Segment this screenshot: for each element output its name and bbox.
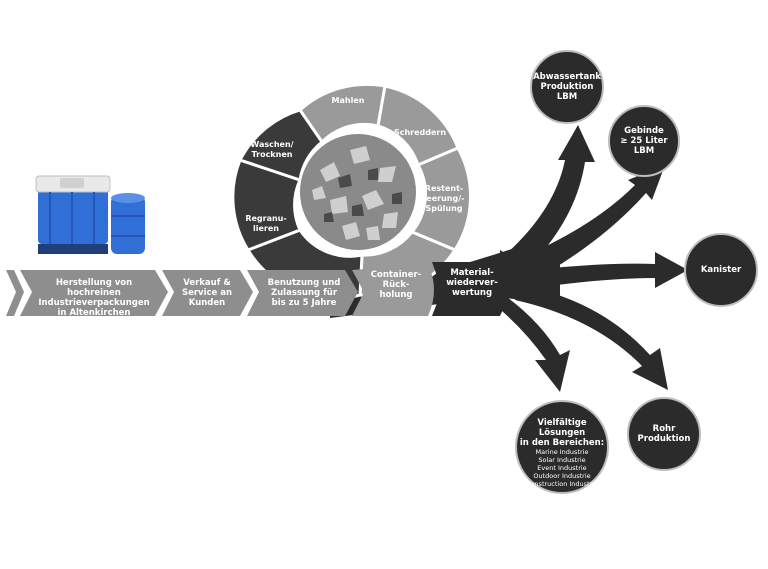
process-step-5-label: Material- wiederver- wertung bbox=[446, 268, 498, 298]
output-circle-vielfaeltig bbox=[515, 400, 609, 494]
cycle-step-schreddern: Schreddern bbox=[393, 128, 447, 137]
output-circle-kanister bbox=[684, 233, 758, 307]
drum-image bbox=[111, 193, 145, 254]
cycle-step-restentleerung: Restent- leerung/- Spülung bbox=[423, 184, 465, 213]
output-vielfaeltig-block: Vielfältige Lösungen in den Bereichen: M… bbox=[516, 418, 608, 488]
output-circle-abwassertank bbox=[530, 50, 604, 124]
output-vielfaeltig-title: Vielfältige Lösungen in den Bereichen: bbox=[519, 418, 605, 448]
cycle-step-mahlen: Mahlen bbox=[331, 96, 365, 105]
chevron-step-5 bbox=[432, 262, 512, 316]
ibc-container-image bbox=[35, 175, 111, 254]
process-step-4-label: Container- Rück- holung bbox=[370, 270, 422, 300]
output-vielfaeltig-item: Solar Industrie bbox=[538, 456, 586, 464]
chevron-step-3 bbox=[247, 270, 358, 316]
cycle-step-waschen: Waschen/ Trocknen bbox=[250, 140, 294, 159]
output-circle-gebinde bbox=[608, 105, 680, 177]
process-step-3-label: Benutzung und Zulassung für bis zu 5 Jah… bbox=[267, 278, 341, 308]
process-chevrons bbox=[6, 262, 512, 316]
output-abwassertank-label: Abwassertank Produktion LBM bbox=[533, 72, 601, 102]
chevron-start bbox=[6, 270, 24, 316]
output-vielfaeltig-item: Event Industrie bbox=[537, 464, 587, 472]
chevron-step-1 bbox=[20, 270, 168, 316]
output-vielfaeltig-item: Marine Industrie bbox=[535, 448, 589, 456]
cycle-step-regranulieren: Regranu- lieren bbox=[245, 214, 287, 233]
output-gebinde-label: Gebinde ≥ 25 Liter LBM bbox=[620, 126, 668, 156]
chevron-step-2 bbox=[162, 270, 253, 316]
process-step-2-label: Verkauf & Service an Kunden bbox=[181, 278, 233, 308]
output-rohr-label: Rohr Produktion bbox=[637, 424, 691, 444]
chevron-step-4 bbox=[352, 264, 434, 316]
output-vielfaeltig-item: Construction Industrie bbox=[525, 480, 599, 488]
regranulate-flakes bbox=[312, 146, 398, 240]
output-vielfaeltig-item: Outdoor Industrie bbox=[533, 472, 591, 480]
process-step-1-label: Herstellung von hochreinen Industrieverp… bbox=[38, 278, 150, 318]
output-circle-rohr bbox=[627, 397, 701, 471]
output-kanister-label: Kanister bbox=[700, 265, 742, 275]
